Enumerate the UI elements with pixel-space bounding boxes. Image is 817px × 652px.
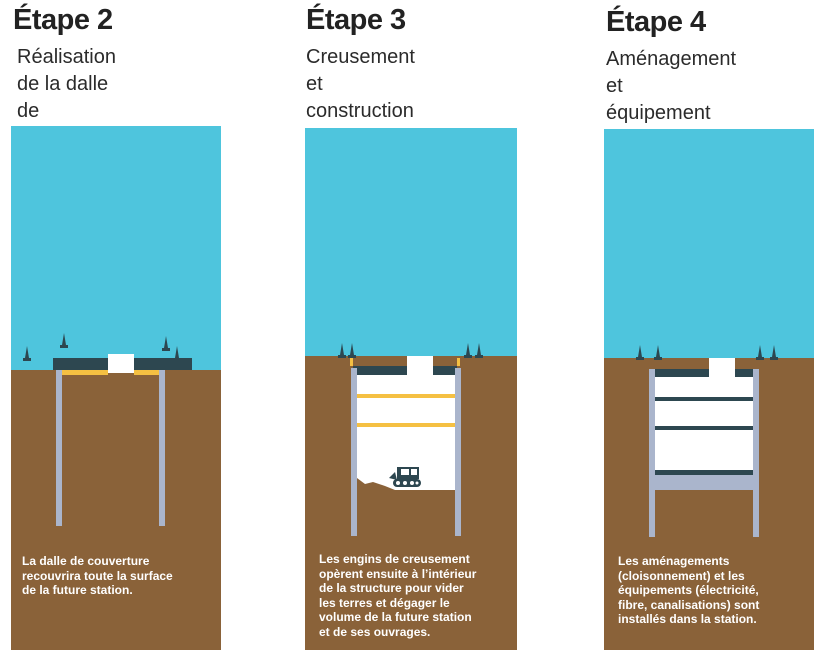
bulldozer-icon [389,467,421,487]
traffic-cone-icon [758,345,762,357]
stage-2-illustration [11,333,221,650]
floor-slab [655,397,753,401]
traffic-cone-icon [466,343,470,355]
traffic-cone-icon [477,343,481,355]
stage-4-panel: Les aménagements (cloisonnement) et les … [604,129,814,650]
excavated-volume [357,368,455,490]
floor-slab [655,470,753,475]
traffic-cone-icon [62,333,66,345]
ground [11,370,221,650]
stage-2-title: Étape 2 [13,4,113,36]
stage-4-illustration [604,345,814,650]
beam [61,370,108,375]
floor-slab [655,426,753,430]
opening [709,358,735,369]
cover-slab [735,369,753,377]
station-volume [655,369,753,477]
traffic-cone-icon [638,345,642,357]
stage-3-title: Étape 3 [306,4,406,36]
traffic-cone-icon [350,343,354,355]
base-slab [649,475,759,490]
opening [108,354,134,373]
cover-slab [134,358,192,370]
stage-2-panel: La dalle de couverture recouvrira toute … [11,126,221,650]
traffic-cone-icon [772,345,776,357]
stage-3-illustration [305,343,517,650]
pillar-left [56,370,62,526]
traffic-cone-icon [340,343,344,355]
stage-4-caption: Les aménagements (cloisonnement) et les … [618,554,760,626]
beam [134,370,161,375]
pillar-right [159,370,165,526]
opening [407,356,433,368]
strut [357,394,455,398]
traffic-cone-icon [164,336,168,348]
traffic-cone-icon [656,345,660,357]
stage-3-caption: Les engins de creusement opèrent ensuite… [319,552,477,639]
cover-slab [655,369,709,377]
stage-4-title: Étape 4 [606,6,706,38]
pillar-right [455,368,461,536]
cover-slab [433,366,457,375]
cover-slab [353,366,407,375]
pillar-left [649,369,655,537]
traffic-cone-icon [25,346,29,358]
stage-2-caption: La dalle de couverture recouvrira toute … [22,554,173,597]
traffic-cone-icon [175,346,179,358]
stage-3-panel: Les engins de creusement opèrent ensuite… [305,128,517,650]
strut [357,423,455,427]
pillar-left [351,368,357,536]
cover-slab [53,358,108,370]
pillar-right [753,369,759,537]
